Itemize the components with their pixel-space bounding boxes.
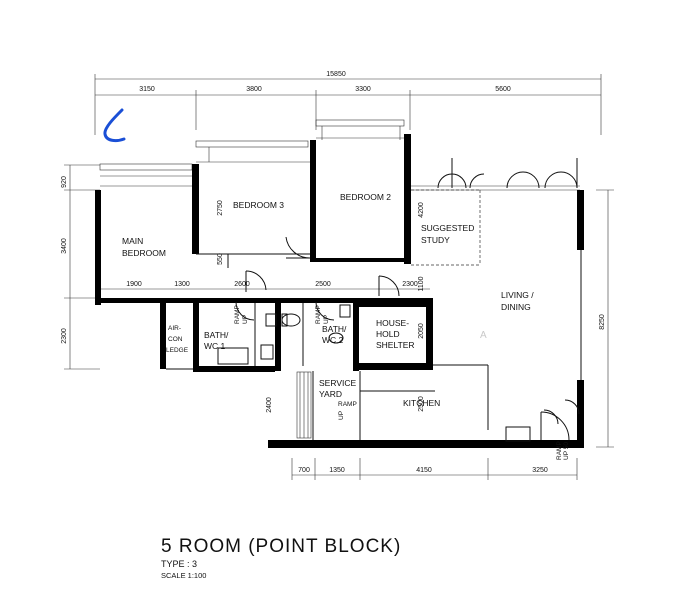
ramp-50-line1: RAMP <box>556 441 563 460</box>
dim-top-3: 3300 <box>355 86 371 93</box>
dim-top-2: 3800 <box>246 86 262 93</box>
room-main-bedroom-line1: MAIN <box>122 236 143 246</box>
room-aircon-line1: AIR- <box>168 325 181 332</box>
room-study-line2: STUDY <box>421 235 450 245</box>
room-yard-line2: YARD <box>319 389 342 399</box>
room-living-line2: DINING <box>501 302 531 312</box>
room-bedroom3: BEDROOM 3 <box>233 200 284 210</box>
room-main-bedroom-line2: BEDROOM <box>122 248 166 258</box>
dim-overall-top: 15850 <box>326 71 346 78</box>
plan-scale: SCALE 1:100 <box>161 571 207 580</box>
dim-bottom-2: 1350 <box>329 467 345 474</box>
dim-left-1: 920 <box>61 176 68 188</box>
ramp-2-line1: RAMP <box>315 305 322 324</box>
ramp-50-line2: UP 50 <box>563 442 570 460</box>
top-dimension-lines: 15850 3150 3800 3300 5600 <box>94 71 602 135</box>
room-bath1-line1: BATH/ <box>204 330 229 340</box>
dim-bedroom3-height: 2750 <box>217 200 224 216</box>
room-shelter-line2: HOLD <box>376 329 400 339</box>
room-bath2-line1: BATH/ <box>322 324 347 334</box>
room-aircon-line2: CON <box>168 336 183 343</box>
room-yard-line1: SERVICE <box>319 378 356 388</box>
room-bath1-line2: WC 1 <box>204 341 226 351</box>
plan-title: 5 ROOM (POINT BLOCK) <box>161 536 402 557</box>
handwritten-mark-icon <box>103 108 126 143</box>
dim-row-2: 1300 <box>174 281 190 288</box>
dim-study-gap: 1100 <box>418 276 425 291</box>
dim-bedroom3-step: 550 <box>217 253 224 265</box>
room-living-line1: LIVING / <box>501 290 534 300</box>
dim-top-1: 3150 <box>139 86 155 93</box>
dim-row-1: 1900 <box>126 281 142 288</box>
dim-bottom-1: 700 <box>298 467 310 474</box>
room-aircon-line3: LEDGE <box>166 347 189 354</box>
dim-top-4: 5600 <box>495 86 511 93</box>
plan-type: TYPE : 3 <box>161 559 198 569</box>
dim-bottom-3: 4150 <box>416 467 432 474</box>
bottom-dimension-lines: 700 1350 4150 3250 <box>291 458 578 480</box>
room-bedroom2: BEDROOM 2 <box>340 192 391 202</box>
dim-kitchen-height: 2500 <box>418 396 425 412</box>
dim-bath-height: 2050 <box>418 323 425 339</box>
ramp-3-line1: RAMP <box>338 401 357 408</box>
ramp-annotations: RAMP UP RAMP UP RAMP UP RAMP UP 50 <box>234 305 570 460</box>
room-kitchen: KITCHEN <box>403 398 440 408</box>
right-dimension-line: 8250 <box>596 189 614 448</box>
ramp-1-line1: RAMP <box>234 305 241 324</box>
dim-left-3: 2300 <box>61 328 68 344</box>
dim-row-5: 2300 <box>402 281 418 288</box>
left-dimension-lines: 920 3400 2300 <box>61 164 100 370</box>
dim-bottom-4: 3250 <box>532 467 548 474</box>
dim-yard-height: 2400 <box>266 397 273 413</box>
room-bath2-line2: WC 2 <box>322 335 344 345</box>
room-shelter-line3: SHELTER <box>376 340 415 350</box>
watermark: A <box>480 330 487 341</box>
dim-left-2: 3400 <box>61 238 68 254</box>
room-shelter-line1: HOUSE- <box>376 318 409 328</box>
room-study-line1: SUGGESTED <box>421 223 474 233</box>
ramp-1-line2: UP <box>242 315 249 324</box>
dim-study-height: 4200 <box>418 202 425 218</box>
dim-row-4: 2500 <box>315 281 331 288</box>
ramp-2-line2: UP <box>323 315 330 324</box>
interior-dimension-row: 1900 1300 2600 2500 2300 <box>98 281 430 290</box>
dim-row-3: 2600 <box>234 281 250 288</box>
ramp-3-line2: UP <box>338 411 345 420</box>
room-labels: MAIN BEDROOM BEDROOM 3 BEDROOM 2 SUGGEST… <box>122 192 534 408</box>
dim-right-overall: 8250 <box>599 314 606 330</box>
walls <box>95 119 584 448</box>
